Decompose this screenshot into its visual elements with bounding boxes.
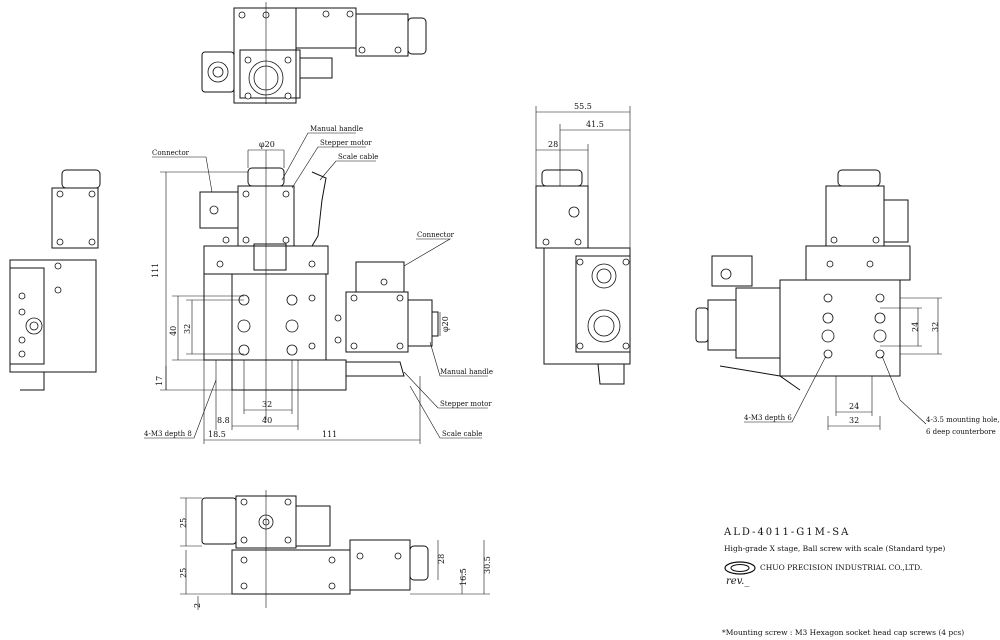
left-side-view bbox=[9, 169, 101, 391]
dim-24-vertical: 24 bbox=[911, 322, 920, 332]
dim-32-vertical-right: 32 bbox=[931, 322, 940, 332]
label-scale-cable-front: Scale cable bbox=[338, 153, 378, 161]
dim-8-8: 8.8 bbox=[217, 416, 230, 425]
bottom-view: 25 25 2 28 16.5 30.5 bbox=[179, 490, 492, 610]
label-manual-handle-right: Manual handle bbox=[440, 368, 493, 376]
dim-40-horizontal: 40 bbox=[262, 416, 272, 425]
company-logo-icon bbox=[724, 561, 756, 575]
middle-side-view: 55.5 41.5 28 bbox=[535, 102, 631, 385]
label-connector-front: Connector bbox=[152, 149, 190, 157]
label-stepper-motor-front: Stepper motor bbox=[320, 139, 372, 147]
dim-30-5: 30.5 bbox=[483, 556, 492, 574]
dim-41-5: 41.5 bbox=[586, 120, 604, 129]
model-number: ALD-4011-G1M-SA bbox=[724, 527, 851, 538]
dim-32-horizontal: 32 bbox=[262, 400, 272, 409]
revision: rev._ bbox=[726, 576, 750, 587]
top-view bbox=[201, 2, 427, 104]
product-description: High-grade X stage, Ball screw with scal… bbox=[724, 544, 946, 553]
dim-40-vertical: 40 bbox=[169, 326, 178, 336]
dim-32-vertical: 32 bbox=[183, 324, 192, 334]
label-m3-depth6: 4-M3 depth 6 bbox=[744, 414, 792, 422]
label-mounting-hole-1: 4-3.5 mounting hole, bbox=[926, 416, 1000, 424]
label-mounting-hole-2: 6 deep counterbore bbox=[926, 428, 996, 436]
dim-111-horizontal: 111 bbox=[322, 430, 337, 439]
company-name: CHUO PRECISION INDUSTRIAL CO.,LTD. bbox=[760, 563, 923, 572]
dim-phi20-top: φ20 bbox=[259, 140, 275, 149]
dim-28-top: 28 bbox=[548, 140, 558, 149]
label-scale-cable-right: Scale cable bbox=[442, 430, 482, 438]
dim-55-5: 55.5 bbox=[574, 102, 592, 111]
dim-2: 2 bbox=[193, 603, 202, 608]
dim-18-5: 18.5 bbox=[208, 430, 226, 439]
dim-111-vertical: 111 bbox=[151, 263, 160, 278]
dim-16-5: 16.5 bbox=[459, 568, 468, 586]
label-m3-depth8: 4-M3 depth 8 bbox=[144, 430, 192, 438]
dim-24-horizontal: 24 bbox=[849, 402, 859, 411]
label-connector-right: Connector bbox=[417, 231, 455, 239]
dim-25-a: 25 bbox=[179, 518, 188, 528]
mounting-screw-note: *Mounting screw : M3 Hexagon socket head… bbox=[722, 628, 965, 637]
dim-17-vertical: 17 bbox=[155, 376, 164, 386]
label-stepper-motor-right: Stepper motor bbox=[440, 400, 492, 408]
dim-phi20-side: φ20 bbox=[441, 316, 450, 332]
dim-32-horizontal-right: 32 bbox=[849, 416, 859, 425]
front-view: φ20 111 40 32 17 32 40 8.8 18.5 111 φ20 … bbox=[144, 125, 493, 444]
label-manual-handle-front: Manual handle bbox=[310, 125, 363, 133]
right-side-view: 24 32 24 32 4-M3 depth 6 4-3.5 mounting … bbox=[695, 169, 1000, 436]
dim-25-b: 25 bbox=[179, 568, 188, 578]
dim-28-vertical: 28 bbox=[437, 554, 446, 564]
